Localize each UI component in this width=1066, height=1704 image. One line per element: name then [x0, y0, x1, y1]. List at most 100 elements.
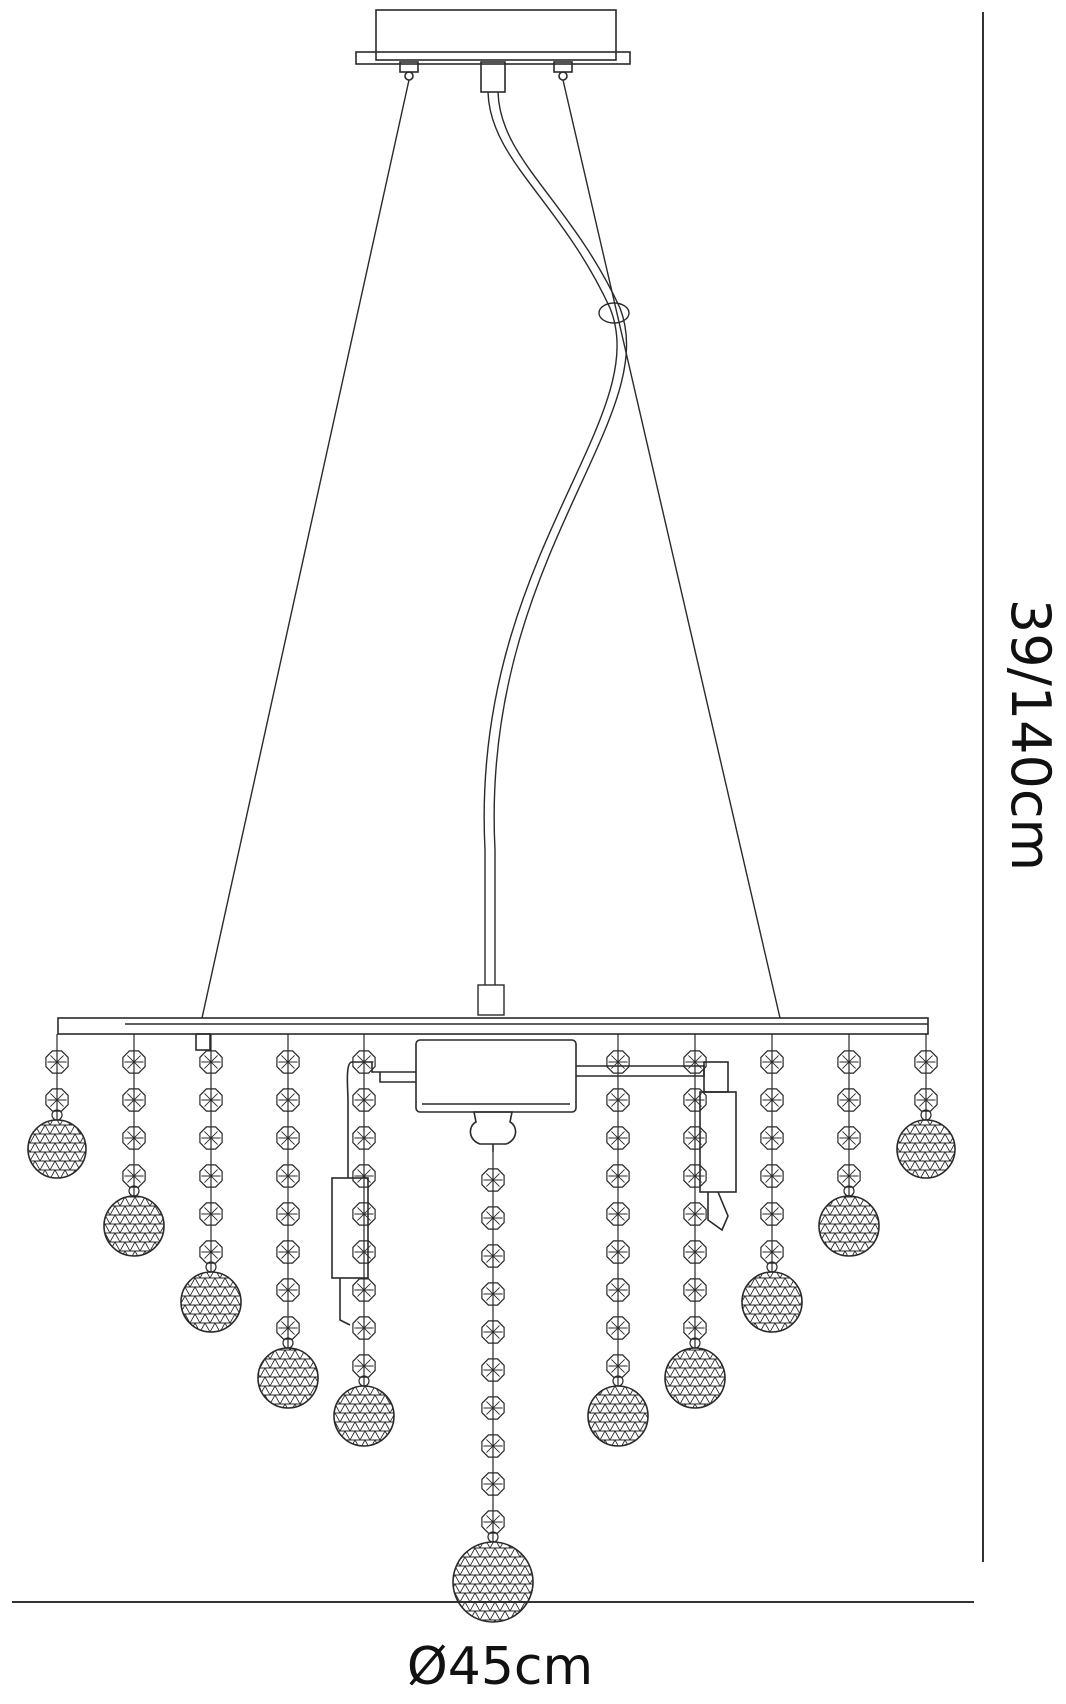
chandelier-frame	[57, 1017, 929, 1326]
octagon-crystal	[352, 1354, 376, 1378]
octagon-crystal	[837, 1050, 861, 1074]
octagon-crystal	[276, 1316, 300, 1340]
crystal-strand	[664, 1034, 726, 1409]
canopy-plate	[355, 51, 631, 65]
canopy-base	[375, 9, 617, 61]
octagon-crystal	[352, 1316, 376, 1340]
octagon-crystal	[837, 1164, 861, 1188]
crystal-ball	[103, 1185, 165, 1257]
crystal-ball	[587, 1375, 649, 1447]
octagon-crystal	[352, 1126, 376, 1150]
cable-grip-bottom	[477, 984, 505, 1016]
octagon-crystal	[122, 1050, 146, 1074]
arm-right-bracket	[703, 1061, 729, 1093]
octagon-crystal	[199, 1240, 223, 1264]
octagon-crystal	[760, 1202, 784, 1226]
octagon-crystal	[606, 1278, 630, 1302]
octagon-crystal	[760, 1240, 784, 1264]
crystal-strand	[896, 1034, 956, 1179]
octagon-crystal	[760, 1164, 784, 1188]
octagon-crystal	[481, 1434, 505, 1458]
octagon-crystal	[683, 1202, 707, 1226]
octagon-crystal	[276, 1164, 300, 1188]
suspension-wires	[201, 79, 781, 1019]
dimension-lines	[12, 12, 984, 1603]
octagon-crystal	[683, 1126, 707, 1150]
octagon-crystal	[352, 1088, 376, 1112]
octagon-crystal	[352, 1240, 376, 1264]
octagon-crystal	[199, 1088, 223, 1112]
octagon-crystal	[760, 1050, 784, 1074]
power-cable-outer	[483, 91, 618, 985]
octagon-crystal	[45, 1088, 69, 1112]
crystal-ball	[27, 1109, 87, 1179]
octagon-crystal	[481, 1358, 505, 1382]
crystal-strand	[27, 1034, 87, 1179]
crystal-drops	[27, 1034, 956, 1623]
suspension-wire-left	[201, 79, 410, 1019]
driver-right	[699, 1091, 737, 1193]
octagon-crystal	[606, 1126, 630, 1150]
octagon-crystal	[352, 1050, 376, 1074]
octagon-crystal	[276, 1202, 300, 1226]
octagon-crystal	[914, 1050, 938, 1074]
crystal-strand	[257, 1034, 319, 1409]
crystal-strand	[741, 1034, 803, 1333]
suspension-wire-right	[562, 79, 781, 1019]
octagon-crystal	[122, 1164, 146, 1188]
crystal-ball	[333, 1375, 395, 1447]
octagon-crystal	[122, 1088, 146, 1112]
octagon-crystal	[352, 1278, 376, 1302]
driver-left-cable	[339, 1278, 351, 1326]
crystal-ball	[180, 1261, 242, 1333]
arm-left	[346, 1061, 416, 1178]
crystal-strand	[333, 1034, 395, 1447]
octagon-crystal	[45, 1050, 69, 1074]
octagon-crystal	[760, 1126, 784, 1150]
octagon-crystal	[606, 1050, 630, 1074]
arm-left-inner	[379, 1072, 416, 1083]
octagon-crystal	[683, 1088, 707, 1112]
octagon-crystal	[276, 1126, 300, 1150]
octagon-crystal	[683, 1050, 707, 1074]
octagon-crystal	[481, 1282, 505, 1306]
crystal-strand	[452, 1152, 534, 1623]
octagon-crystal	[683, 1316, 707, 1340]
crystal-ball	[818, 1185, 880, 1257]
octagon-crystal	[122, 1126, 146, 1150]
crystal-ball	[664, 1337, 726, 1409]
octagon-crystal	[837, 1126, 861, 1150]
crystal-ball	[257, 1337, 319, 1409]
octagon-crystal	[606, 1164, 630, 1188]
driver-left	[331, 1177, 369, 1279]
octagon-crystal	[352, 1164, 376, 1188]
central-driver-box	[415, 1039, 577, 1113]
octagon-crystal	[276, 1278, 300, 1302]
octagon-crystal	[199, 1164, 223, 1188]
octagon-crystal	[606, 1240, 630, 1264]
crystal-strand	[587, 1034, 649, 1447]
frame-connector-left	[195, 1033, 211, 1051]
octagon-crystal	[276, 1088, 300, 1112]
octagon-crystal	[760, 1088, 784, 1112]
crystal-strand	[818, 1034, 880, 1257]
ceiling-canopy	[355, 9, 631, 93]
canopy-screw-left-head	[404, 71, 414, 81]
octagon-crystal	[606, 1202, 630, 1226]
cable-clamp	[598, 302, 630, 324]
octagon-crystal	[352, 1202, 376, 1226]
octagon-crystal	[276, 1240, 300, 1264]
octagon-crystal	[481, 1168, 505, 1192]
octagon-crystal	[481, 1510, 505, 1534]
crystal-ball	[896, 1109, 956, 1179]
octagon-crystal	[683, 1164, 707, 1188]
power-cable-inner	[493, 91, 628, 985]
diameter-dimension-label: Ø45cm	[407, 1637, 593, 1697]
center-finial	[469, 1111, 517, 1145]
driver-right-clip	[707, 1191, 729, 1232]
octagon-crystal	[683, 1240, 707, 1264]
height-dimension-label: 39/140cm	[999, 599, 1062, 871]
octagon-crystal	[481, 1206, 505, 1230]
crystal-ball	[741, 1261, 803, 1333]
octagon-crystal	[481, 1320, 505, 1344]
